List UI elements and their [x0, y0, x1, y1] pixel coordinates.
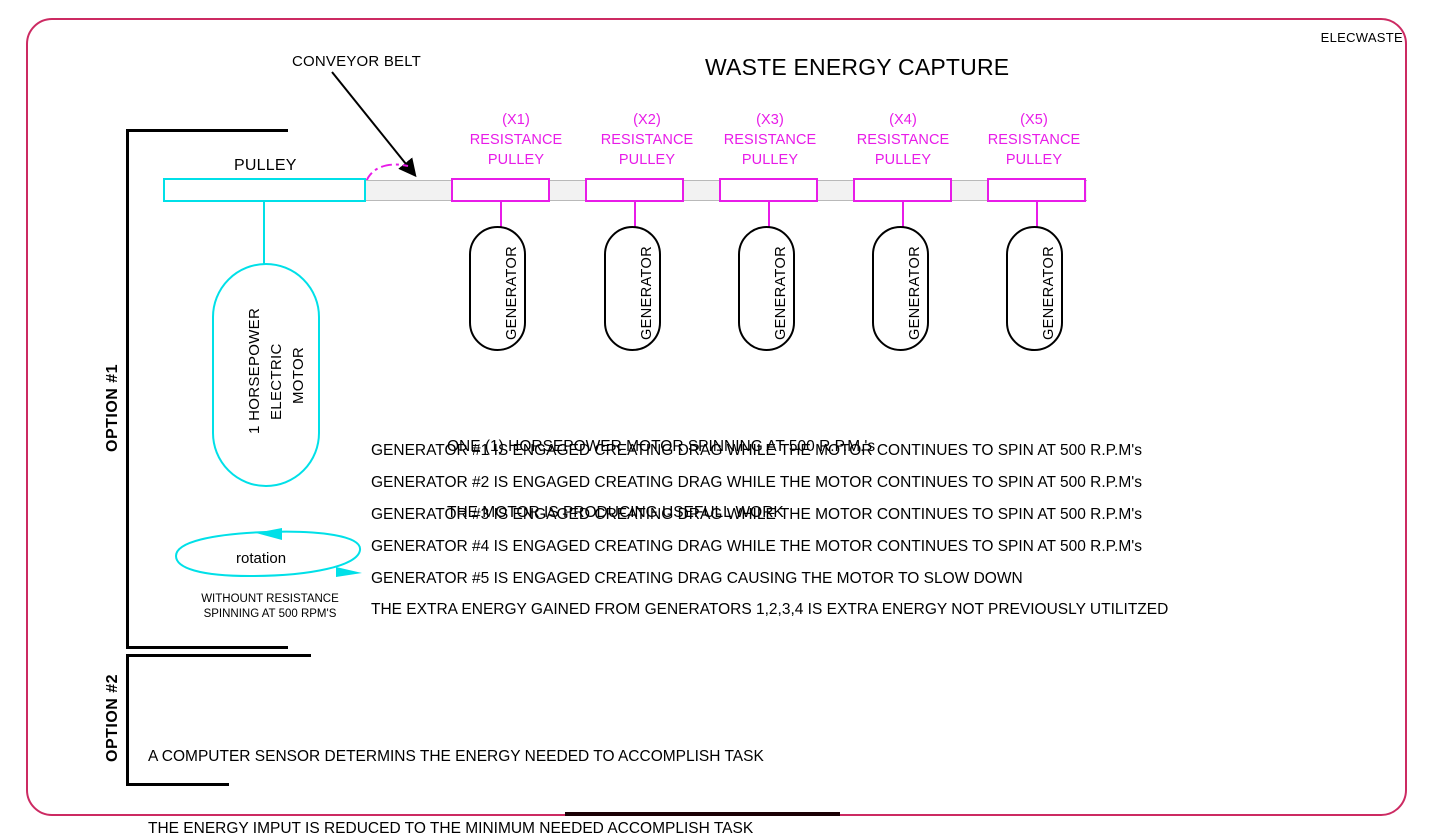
motor-label-line2: ELECTRIC	[268, 343, 285, 420]
option2-line1: A COMPUTER SENSOR DETERMINS THE ENERGY N…	[148, 748, 764, 765]
generator-3-label: GENERATOR	[773, 245, 789, 340]
option1-statement: THE EXTRA ENERGY GAINED FROM GENERATORS …	[371, 601, 1169, 618]
option1-bracket	[126, 129, 288, 649]
resistance-pulley-4-tag: (X4)	[889, 112, 917, 128]
resistance-pulley-4-name2: PULLEY	[874, 152, 932, 168]
drive-pulley[interactable]	[163, 178, 366, 202]
motor-label-line3: MOTOR	[290, 346, 307, 404]
generator-2[interactable]	[604, 226, 661, 351]
page-title: WASTE ENERGY CAPTURE	[705, 54, 1010, 80]
generator-5-label: GENERATOR	[1041, 245, 1057, 340]
resistance-pulley-3-name2: PULLEY	[741, 152, 799, 168]
option1-label: OPTION #1	[104, 363, 121, 452]
resistance-pulley-3-tag: (X3)	[756, 112, 784, 128]
resistance-pulley-5-tag: (X5)	[1020, 112, 1048, 128]
resistance-pulley-3-caption: (X3) RESISTANCE PULLEY	[690, 110, 850, 170]
resistance-pulley-2-stem	[634, 202, 636, 227]
resistance-pulley-5[interactable]	[987, 178, 1086, 202]
electric-motor[interactable]	[212, 263, 320, 487]
option1-intro: ONE (1) HORSEPOWER MOTOR SPINNING AT 500…	[447, 392, 875, 568]
resistance-pulley-3-stem	[768, 202, 770, 227]
motor-note-line2: SPINNING AT 500 RPM'S	[203, 608, 337, 620]
option1-intro-line2: THE MOTOR IS PRODUCING USEFULL WORK	[447, 504, 784, 521]
option2-label: OPTION #2	[104, 673, 121, 762]
resistance-pulley-2-caption: (X2) RESISTANCE PULLEY	[567, 110, 727, 170]
generator-3[interactable]	[738, 226, 795, 351]
generator-4-label: GENERATOR	[907, 245, 923, 340]
resistance-pulley-1-tag: (X1)	[502, 112, 530, 128]
option2-body: A COMPUTER SENSOR DETERMINS THE ENERGY N…	[148, 697, 764, 837]
motor-note-line1: WITHOUNT RESISTANCE	[201, 593, 339, 605]
option1-statement: GENERATOR #5 IS ENGAGED CREATING DRAG CA…	[371, 570, 1023, 587]
rotation-loop-icon	[174, 528, 362, 578]
resistance-pulley-3-name1: RESISTANCE	[723, 132, 817, 148]
resistance-pulley-4-name1: RESISTANCE	[856, 132, 950, 148]
rotation-label: rotation	[236, 550, 287, 567]
resistance-pulley-1-name1: RESISTANCE	[469, 132, 563, 148]
conveyor-belt-label: CONVEYOR BELT	[292, 53, 422, 70]
resistance-pulley-4-stem	[902, 202, 904, 227]
resistance-pulley-2[interactable]	[585, 178, 684, 202]
option1-statement: GENERATOR #4 IS ENGAGED CREATING DRAG WH…	[371, 538, 1142, 555]
option2-bracket-foot	[126, 783, 229, 786]
resistance-pulley-5-name1: RESISTANCE	[987, 132, 1081, 148]
resistance-pulley-2-name1: RESISTANCE	[600, 132, 694, 148]
motor-shaft	[263, 202, 265, 265]
resistance-pulley-1-name2: PULLEY	[487, 152, 545, 168]
option1-statement: GENERATOR #1 IS ENGAGED CREATING DRAG WH…	[371, 442, 1142, 459]
resistance-pulley-4-caption: (X4) RESISTANCE PULLEY	[823, 110, 983, 170]
resistance-pulley-2-name2: PULLEY	[618, 152, 676, 168]
generator-4[interactable]	[872, 226, 929, 351]
resistance-pulley-1[interactable]	[451, 178, 550, 202]
option1-statement: GENERATOR #2 IS ENGAGED CREATING DRAG WH…	[371, 474, 1142, 491]
belt-direction-arc-icon	[365, 163, 409, 183]
option1-intro-line1: ONE (1) HORSEPOWER MOTOR SPINNING AT 500…	[447, 438, 876, 455]
resistance-pulley-1-stem	[500, 202, 502, 227]
option2-bracket	[126, 654, 311, 785]
drive-pulley-label: PULLEY	[234, 157, 297, 174]
conveyor-leader-arrow	[331, 71, 417, 178]
resistance-pulley-2-tag: (X2)	[633, 112, 661, 128]
resistance-pulley-4[interactable]	[853, 178, 952, 202]
resistance-pulley-5-stem	[1036, 202, 1038, 227]
generator-1[interactable]	[469, 226, 526, 351]
motor-no-resistance-note: WITHOUNT RESISTANCE SPINNING AT 500 RPM'…	[180, 592, 360, 622]
option2-line2: THE ENERGY IMPUT IS REDUCED TO THE MINIM…	[148, 820, 754, 837]
resistance-pulley-5-caption: (X5) RESISTANCE PULLEY	[954, 110, 1114, 170]
generator-1-label: GENERATOR	[504, 245, 520, 340]
resistance-pulley-3[interactable]	[719, 178, 818, 202]
option1-statement: GENERATOR #3 IS ENGAGED CREATING DRAG WH…	[371, 506, 1142, 523]
bottom-accent-bar	[565, 812, 840, 816]
brand-label: ELECWASTE	[1320, 30, 1403, 45]
resistance-pulley-5-name2: PULLEY	[1005, 152, 1063, 168]
resistance-pulley-1-caption: (X1) RESISTANCE PULLEY	[436, 110, 596, 170]
generator-5[interactable]	[1006, 226, 1063, 351]
generator-2-label: GENERATOR	[639, 245, 655, 340]
motor-label-line1: 1 HORSEPOWER	[246, 307, 263, 434]
